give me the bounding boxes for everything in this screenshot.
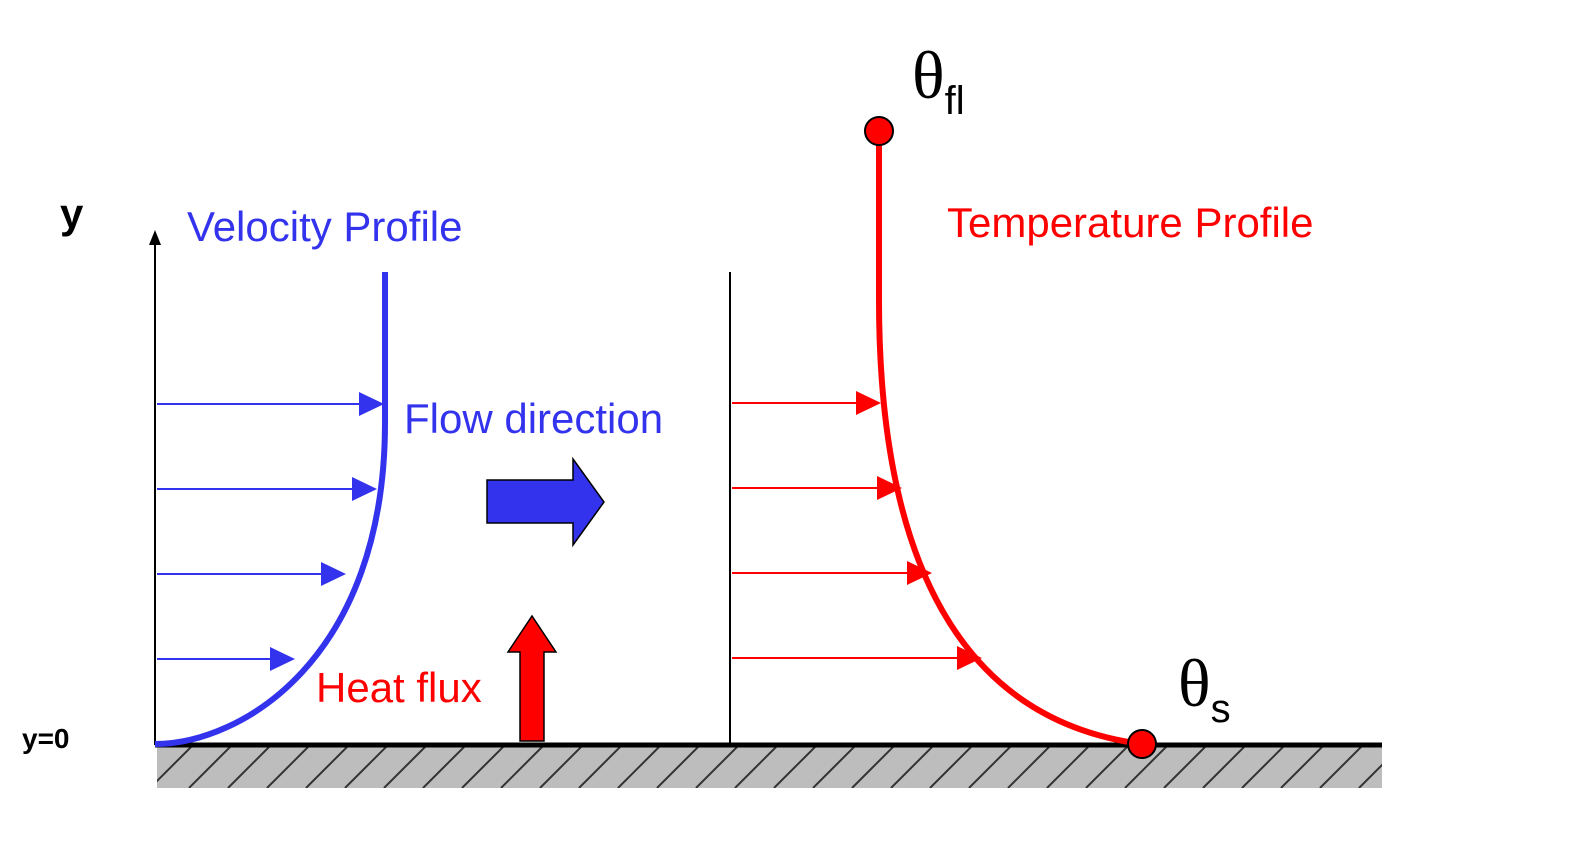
theta-surface-symbol: θ [1178, 645, 1211, 721]
theta-fluid-subscript: fl [945, 79, 965, 123]
hatch-line [1319, 745, 1364, 788]
hatch-line [188, 745, 233, 788]
velocity-arrow [157, 392, 384, 416]
wall-fill [157, 745, 1382, 788]
velocity-profile-curve [154, 272, 389, 747]
hatch-line [1124, 745, 1169, 788]
hatch-line [1085, 745, 1130, 788]
hatch-line [1358, 763, 1382, 788]
heat-flux-label: Heat flux [316, 664, 482, 711]
hatch-line [1163, 745, 1208, 788]
hatch-line [734, 745, 779, 788]
wall [155, 742, 1441, 788]
velocity-profile [154, 272, 389, 747]
hatch-line [1046, 745, 1091, 788]
flow-direction-label: Flow direction [404, 395, 663, 442]
hatch-line [812, 745, 857, 788]
velocity-arrow [157, 477, 377, 501]
hatch-line [157, 745, 194, 783]
y-axis-label: y [60, 190, 84, 237]
theta-surface-label: θs [1178, 645, 1231, 731]
theta-surface-subscript: s [1211, 687, 1231, 731]
temperature-profile-label: Temperature Profile [947, 199, 1314, 246]
temperature-arrow [732, 391, 881, 415]
theta-fluid-symbol: θ [912, 37, 945, 113]
heat-flux-arrow [506, 614, 558, 742]
hatch-line [968, 745, 1013, 788]
hatch-line [656, 745, 701, 788]
theta-fluid-label: θfl [912, 37, 965, 123]
hatch-line [266, 745, 311, 788]
temperature-profile-curve [876, 140, 1143, 747]
temperature-arrow [732, 476, 902, 500]
y-zero-label: y=0 [22, 723, 70, 754]
hatch-line [617, 745, 662, 788]
hatch-line [305, 745, 350, 788]
hatch-line [1202, 745, 1247, 788]
hatch-line [1007, 745, 1052, 788]
flow-direction-arrow [486, 456, 605, 548]
hatch-line [383, 745, 428, 788]
temperature-profile [732, 116, 1157, 759]
hatch-line [1398, 745, 1441, 788]
hatch-line [773, 745, 818, 788]
wall-hatching [157, 745, 1441, 788]
temperature-arrow [732, 561, 932, 585]
velocity-arrow [157, 647, 295, 671]
hatch-line [929, 745, 974, 788]
hatch-line [500, 745, 545, 788]
hatch-line [422, 745, 467, 788]
hatch-line [578, 745, 623, 788]
y-axis [149, 230, 161, 745]
hatch-line [461, 745, 506, 788]
temperature-arrow [732, 646, 982, 670]
hatch-line [227, 745, 272, 788]
hatch-line [539, 745, 584, 788]
hatch-line [695, 745, 740, 788]
hatch-line [890, 745, 935, 788]
velocity-profile-label: Velocity Profile [187, 203, 462, 250]
y-axis-arrowhead [149, 230, 161, 245]
hatch-line [344, 745, 389, 788]
fluid-temperature-point [864, 116, 894, 146]
velocity-arrow [157, 562, 346, 586]
surface-temperature-point [1127, 729, 1157, 759]
hatch-line [1280, 745, 1325, 788]
hatch-line [851, 745, 896, 788]
hatch-line [1241, 745, 1286, 788]
